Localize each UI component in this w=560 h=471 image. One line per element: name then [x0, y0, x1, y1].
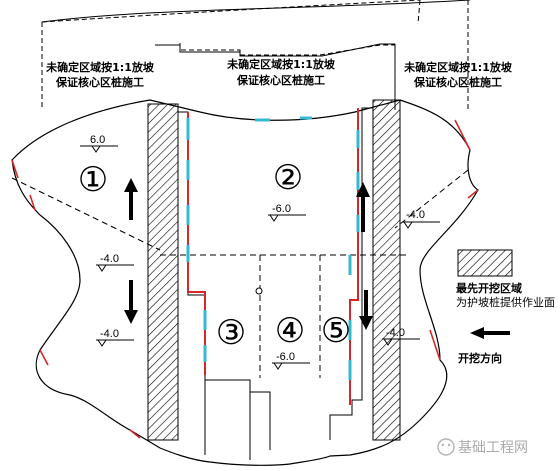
top-curved-edge — [41, 0, 471, 23]
undetermined-label-right-2: 保证核心区桩施工 — [413, 75, 502, 89]
svg-text:-6.0: -6.0 — [276, 351, 295, 363]
right-cyan-dashes — [348, 130, 360, 380]
right-hatched-area — [372, 99, 401, 441]
elevation-left-mid: -4.0 — [96, 253, 134, 272]
legend-arrow-label: 开挖方向 — [458, 351, 502, 365]
zone3-box — [204, 380, 251, 460]
top-cyan-dashes — [255, 116, 312, 122]
watermark-text: 基础工程网 — [458, 439, 528, 456]
right-red-boundary — [349, 108, 359, 405]
right-inner-step-line — [329, 107, 373, 440]
elevation-right-mid: -4.0 — [402, 209, 440, 229]
arrow-up-right — [356, 182, 370, 232]
svg-text:-4.0: -4.0 — [100, 328, 119, 340]
elevation-zone2: -6.0 — [268, 203, 306, 222]
survey-point-marker — [255, 287, 263, 295]
svg-text:-4.0: -4.0 — [100, 253, 119, 265]
undetermined-label-center-1: 未确定区域按1:1放坡 — [226, 57, 336, 71]
legend-hatch-sublabel: 为护坡桩提供作业面 — [456, 295, 555, 309]
undetermined-label-left-1: 未确定区域按1:1放坡 — [45, 60, 155, 74]
zone-3-label: ③ — [216, 314, 246, 352]
svg-text:-4.0: -4.0 — [406, 209, 425, 221]
elevation-zone1-top: 6.0 — [80, 134, 118, 153]
zone-1-label: ① — [78, 161, 108, 199]
watermark: 基础工程网 — [437, 438, 528, 456]
undetermined-label-left-2: 保证核心区桩施工 — [55, 75, 144, 89]
elevation-right-low: -4.0 — [382, 327, 420, 346]
svg-text:-4.0: -4.0 — [386, 327, 405, 339]
zone-2-label: ② — [273, 159, 303, 197]
zone-5-label: ⑤ — [321, 312, 351, 350]
undetermined-zone-boundary — [41, 0, 421, 110]
right-dashed-edge — [394, 0, 469, 110]
zone3-4-dashed — [259, 255, 321, 378]
left-cyan-dashes — [186, 118, 207, 362]
left-slope-dashed — [11, 177, 161, 251]
left-red-boundary — [187, 112, 206, 375]
left-hatched-area — [147, 103, 179, 441]
outer-red-ticks — [11, 119, 479, 439]
right-slope-dashed — [394, 169, 469, 229]
legend-hatch-swatch — [457, 249, 513, 277]
zone-4-label: ④ — [275, 312, 305, 350]
elevation-left-low: -4.0 — [96, 328, 134, 347]
excavation-outline — [11, 99, 479, 466]
elevation-zone4-bottom: -6.0 — [272, 351, 310, 370]
legend-hatch-label: 最先开挖区域 — [456, 281, 522, 295]
legend-arrow-icon — [470, 327, 510, 339]
svg-text:-6.0: -6.0 — [272, 203, 291, 215]
svg-text:6.0: 6.0 — [90, 134, 105, 146]
arrow-down-left — [124, 280, 138, 324]
undetermined-label-center-2: 保证核心区桩施工 — [236, 73, 325, 87]
top-step-line — [155, 43, 395, 57]
left-inner-step-line — [178, 111, 271, 450]
arrow-up-left — [124, 178, 138, 220]
watermark-logo-icon — [437, 438, 455, 456]
undetermined-label-right-1: 未确定区域按1:1放坡 — [403, 60, 513, 74]
arrow-down-right — [359, 290, 373, 330]
